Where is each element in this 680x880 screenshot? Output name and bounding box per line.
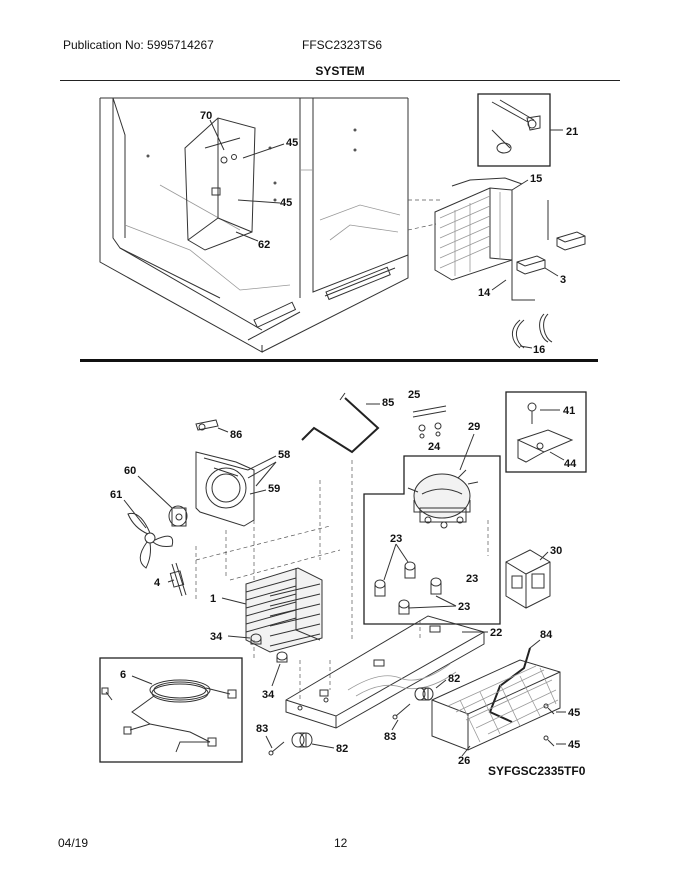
page-number: 12 [334, 836, 348, 850]
callout-6: 6 [120, 669, 126, 681]
callout-1: 1 [210, 593, 216, 605]
part-84-tube [488, 647, 531, 723]
part-4-filter [169, 562, 187, 597]
inset-box-41-44 [505, 391, 587, 473]
callout-21: 21 [566, 126, 578, 138]
callout-84: 84 [540, 629, 553, 641]
part-22-base-plate [285, 615, 485, 729]
footer-date: 04/19 [58, 836, 89, 850]
callout-58: 58 [278, 449, 290, 461]
callout-60: 60 [124, 465, 136, 477]
callout-82: 82 [448, 673, 460, 685]
part-21-bracket [491, 99, 541, 154]
callout-45: 45 [286, 137, 298, 149]
callout-14: 14 [478, 287, 491, 299]
part-61-fan-blade [127, 512, 174, 569]
callout-22: 22 [490, 627, 502, 639]
part-60-fan-motor [168, 505, 188, 527]
callout-30: 30 [550, 545, 562, 557]
callout-16: 16 [533, 344, 545, 356]
compressor-group-outline [363, 455, 501, 625]
part-45-screws [543, 703, 555, 747]
publication-number: Publication No: 5995714267 [63, 38, 214, 52]
callout-23: 23 [458, 601, 470, 613]
part-26-drain-pan [431, 659, 561, 751]
part-15-evaporator [407, 177, 535, 301]
part-29-compressor [407, 473, 479, 529]
callout-85: 85 [382, 397, 394, 409]
page-title: SYSTEM [315, 64, 365, 78]
callout-29: 29 [468, 421, 480, 433]
callout-45: 45 [568, 739, 580, 751]
callout-86: 86 [230, 429, 242, 441]
part-82-caps [291, 687, 434, 748]
callout-61: 61 [110, 489, 122, 501]
assembly-guide-lines [195, 460, 489, 700]
callout-45: 45 [568, 707, 580, 719]
cabinet-illustration [99, 97, 409, 353]
part-3-spacers [516, 231, 586, 275]
part-1-condenser [245, 567, 323, 653]
callout-83: 83 [256, 723, 268, 735]
part-85-rod [301, 392, 380, 454]
callout-41: 41 [563, 405, 575, 417]
callout-26: 26 [458, 755, 470, 767]
callout-70: 70 [200, 110, 212, 122]
callout-83: 83 [384, 731, 396, 743]
callout-44: 44 [564, 458, 577, 470]
part-59-fan-shroud [195, 451, 255, 527]
callout-34: 34 [262, 689, 275, 701]
diagram-code: SYFGSC2335TF0 [488, 764, 586, 778]
model-number: FFSC2323TS6 [302, 38, 383, 52]
callout-59: 59 [268, 483, 280, 495]
part-23-grommets [374, 561, 442, 615]
callout-3: 3 [560, 274, 566, 286]
part-25-bracket [412, 405, 447, 439]
callout-82: 82 [336, 743, 348, 755]
callout-24: 24 [428, 441, 441, 453]
part-16-clips [512, 313, 553, 349]
callout-23: 23 [390, 533, 402, 545]
part-86-clip [195, 419, 219, 431]
callout-15: 15 [530, 173, 542, 185]
callout-25: 25 [408, 389, 420, 401]
part-34-grommets [250, 633, 288, 663]
header-divider [60, 80, 620, 81]
callout-45: 45 [280, 197, 292, 209]
callout-4: 4 [154, 577, 161, 589]
inset-box-6 [99, 657, 243, 763]
callout-34: 34 [210, 631, 223, 643]
callout-62: 62 [258, 239, 270, 251]
inset-box-21 [477, 93, 551, 167]
callout-23: 23 [466, 573, 478, 585]
part-30-relay [505, 549, 551, 609]
part-41-screw-44-bracket [516, 402, 574, 463]
section-divider [80, 359, 598, 362]
part-83-screws [268, 703, 411, 756]
part-6-harness [101, 679, 237, 753]
